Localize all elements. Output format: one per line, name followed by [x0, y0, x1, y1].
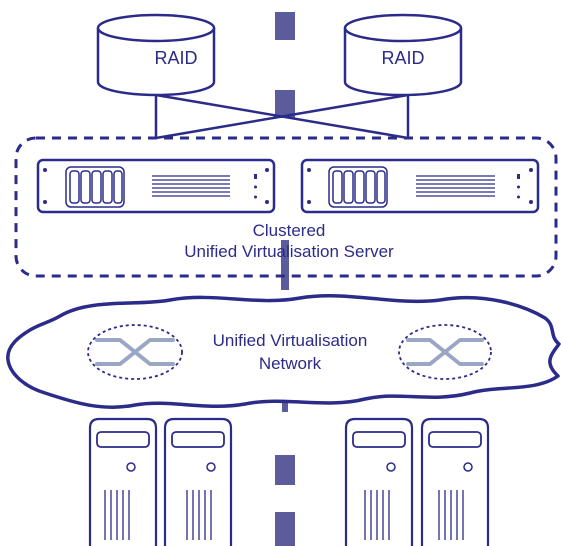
cluster-label-line2: Unified Virtualisation Server: [184, 242, 394, 261]
client-tower-4: [420, 417, 490, 546]
drive-bays-icon: [328, 166, 388, 208]
vent-grille-icon: [416, 175, 495, 197]
raid-storage-left: RAID: [96, 13, 216, 97]
drive-bays-icon: [65, 166, 125, 208]
raid-label-left: RAID: [154, 48, 197, 68]
network-switch-left-icon: [87, 324, 183, 380]
server-node-right: [300, 158, 540, 214]
vent-grille-icon: [152, 175, 230, 197]
client-tower-1: [88, 417, 158, 546]
client-tower-3: [344, 417, 414, 546]
status-leds-icon: [517, 174, 520, 199]
network-label-line2: Network: [259, 354, 322, 373]
center-divider: [275, 12, 295, 546]
cluster-boundary: [14, 136, 558, 278]
cluster-label-line1: Clustered: [253, 221, 326, 240]
network-label-line1: Unified Virtualisation: [213, 331, 368, 350]
status-leds-icon: [254, 174, 257, 199]
storage-cables: [154, 93, 410, 140]
raid-label-right: RAID: [381, 48, 424, 68]
server-node-left: [36, 158, 276, 214]
raid-storage-right: RAID: [343, 13, 463, 97]
network-cloud: [6, 294, 561, 409]
network-switch-right-icon: [398, 324, 492, 380]
client-tower-2: [163, 417, 233, 546]
